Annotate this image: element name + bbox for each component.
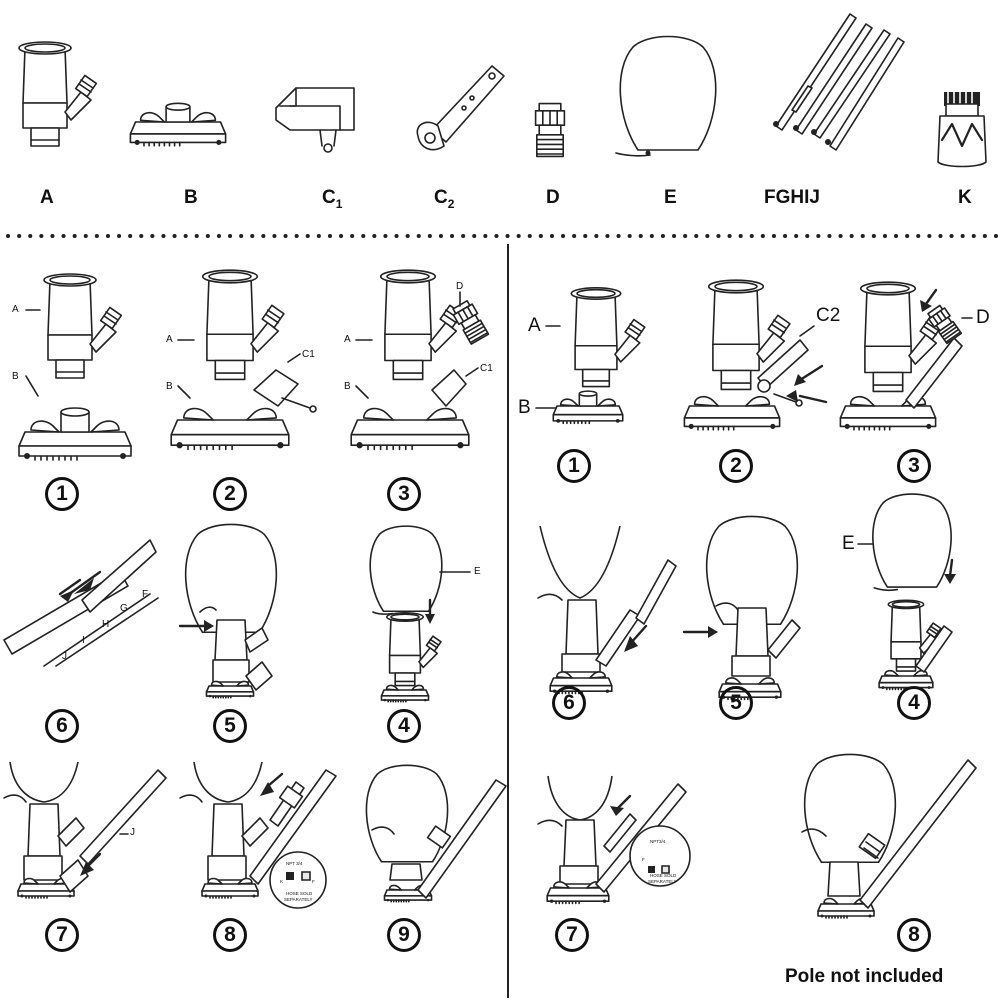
left-callout-b3: B [344, 381, 351, 392]
left-step-number-8: 8 [213, 918, 247, 952]
right-inset-npt: NPT3/4 [650, 839, 666, 844]
left-callout-c1-3: C1 [480, 363, 493, 374]
left-step-number-4: 4 [387, 709, 421, 743]
right-step-2-art [683, 279, 826, 431]
left-step-6-art [4, 540, 158, 666]
left-inset-hose-sold: HOSE SOLD [286, 891, 313, 896]
right-step-1-art [536, 287, 646, 424]
part-c1-clip-art [276, 88, 354, 152]
part-fghij-poles-art [773, 14, 904, 150]
left-callout-e4: E [474, 566, 481, 577]
part-b-base-art [129, 103, 227, 147]
left-step-number-1: 1 [45, 477, 79, 511]
right-step-number-8: 8 [897, 918, 931, 952]
left-inset-npt: NPT 3/4 [286, 861, 303, 866]
right-step-number-3: 3 [897, 449, 931, 483]
left-step-number-3: 3 [387, 477, 421, 511]
right-step-number-2: 2 [719, 449, 753, 483]
right-step-number-7: 7 [555, 918, 589, 952]
left-callout-a2: A [166, 334, 173, 345]
right-step-3-art [839, 281, 972, 431]
right-step-6-art [538, 526, 676, 694]
right-callout-d: D [976, 307, 990, 328]
left-callout-h: H [102, 619, 110, 630]
part-label-b: B [184, 187, 198, 208]
right-step-5-art [684, 515, 800, 700]
left-step-2-art [170, 269, 316, 451]
left-step-4-art [369, 525, 470, 703]
pole-not-included-note: Pole not included [785, 966, 944, 987]
right-step-number-4: 4 [897, 686, 931, 720]
left-callout-i: I [82, 635, 85, 646]
left-callout-a3: A [344, 334, 351, 345]
right-step-number-1: 1 [557, 449, 591, 483]
right-callout-a: A [528, 315, 541, 336]
left-step-number-2: 2 [213, 477, 247, 511]
left-callout-f: F [142, 589, 149, 600]
left-callout-j7: J [130, 827, 135, 838]
left-step-number-9: 9 [387, 918, 421, 952]
part-label-c1: C1 [322, 187, 343, 211]
right-callout-e: E [842, 533, 855, 554]
left-inset-k: K [280, 879, 284, 884]
left-callout-a1: A [12, 304, 19, 315]
right-inset-separately: SEPARATELY [648, 879, 677, 884]
right-callout-b: B [518, 397, 531, 418]
right-callout-c2: C2 [816, 305, 841, 326]
left-step-3-art [350, 269, 490, 451]
left-callout-b2: B [166, 381, 173, 392]
right-step-number-6: 6 [552, 686, 586, 720]
part-label-e: E [664, 187, 677, 208]
right-step-number-5: 5 [719, 686, 753, 720]
left-callout-d3: D [456, 281, 464, 292]
part-d-connector-art [534, 102, 566, 158]
left-step-7-art [4, 762, 166, 899]
right-step-4-art [858, 493, 956, 690]
left-step-number-5: 5 [213, 709, 247, 743]
part-label-d: D [546, 187, 560, 208]
left-step-1-art [18, 273, 132, 461]
right-inset-f: F [642, 857, 645, 862]
part-label-a: A [40, 187, 54, 208]
part-c2-swivel-art [417, 66, 504, 150]
part-label-fghij: FGHIJ [764, 187, 820, 208]
left-callout-c1-2: C1 [302, 349, 315, 360]
left-step-number-7: 7 [45, 918, 79, 952]
right-step-8-art [802, 753, 976, 919]
part-label-c2: C2 [434, 187, 455, 211]
left-inset-separately: SEPARATELY [284, 897, 313, 902]
left-inset-f: F [312, 879, 315, 884]
part-k-hose-adapter-art [938, 92, 986, 167]
part-a-canister-art [18, 41, 98, 147]
left-callout-g: G [120, 603, 128, 614]
left-callout-j: J [62, 651, 67, 662]
left-callout-b1: B [12, 371, 19, 382]
left-step-9-art [365, 764, 506, 903]
left-step-8-art [180, 762, 336, 908]
left-step-5-art [180, 523, 278, 699]
right-inset-hose-sold: HOSE SOLD [650, 873, 677, 878]
part-e-bag-art [616, 35, 717, 156]
part-label-k: K [958, 187, 972, 208]
left-step-number-6: 6 [45, 709, 79, 743]
right-step-7-art [538, 776, 690, 904]
